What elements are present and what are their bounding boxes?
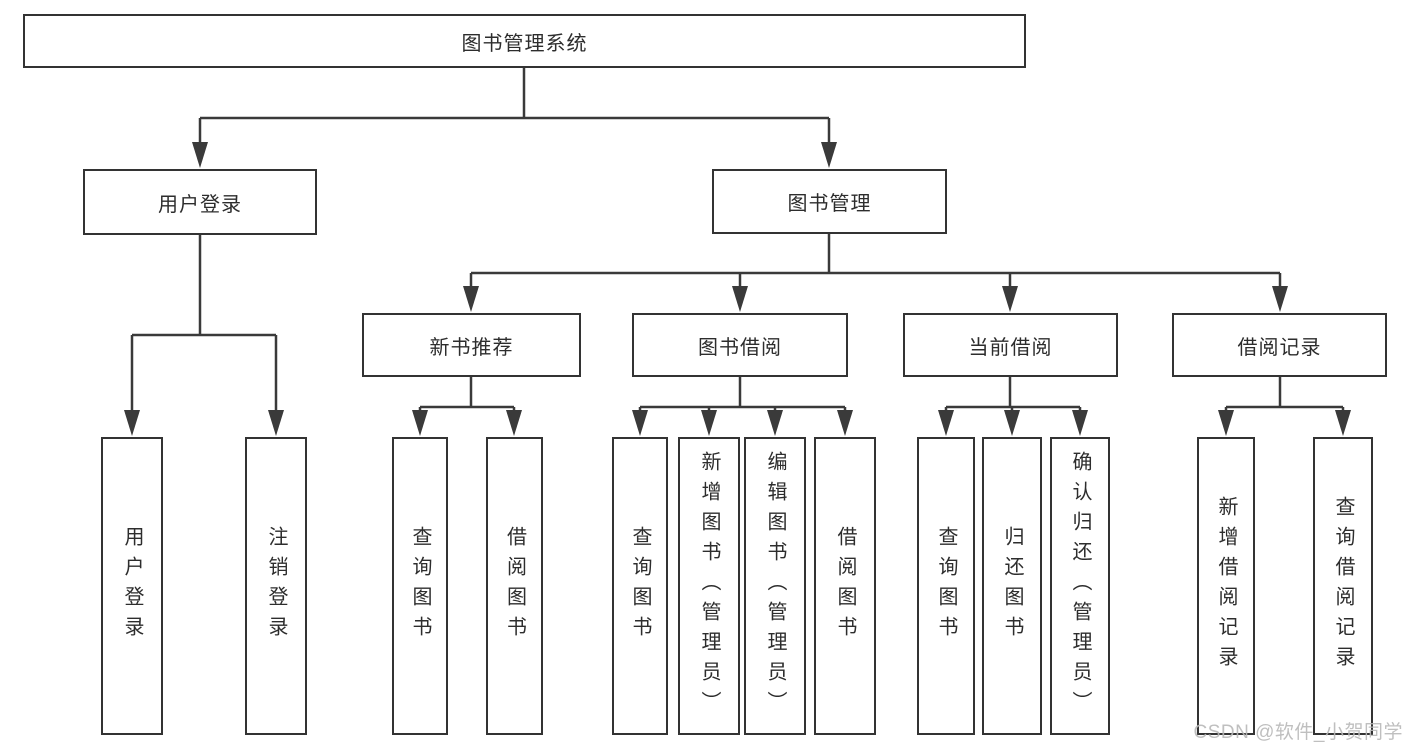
node-label: 借阅记录: [1237, 336, 1322, 359]
leaf-borrow-books: 借阅图书: [814, 437, 876, 735]
leaf-query-books-recommend: 查询图书: [392, 437, 448, 735]
node-book-management-system: 图书管理系统: [23, 14, 1026, 68]
connector-current-borrowing-to-leaves: [938, 377, 1088, 436]
node-label: 用户登录: [121, 526, 143, 646]
connector-root-to-level2: [192, 68, 837, 168]
leaf-edit-books-admin: 编辑图书（管理员）: [744, 437, 806, 735]
connector-user-login-to-leaves: [124, 235, 284, 436]
node-label: 注销登录: [265, 526, 287, 646]
leaf-add-borrow-record: 新增借阅记录: [1197, 437, 1255, 735]
connector-book-management-to-level3: [463, 234, 1288, 312]
node-label: 当前借阅: [968, 336, 1053, 359]
leaf-query-borrow-record: 查询借阅记录: [1313, 437, 1373, 735]
node-current-borrowing: 当前借阅: [903, 313, 1118, 377]
node-label: 查询图书: [935, 526, 957, 646]
leaf-confirm-return-admin: 确认归还（管理员）: [1050, 437, 1110, 735]
node-book-management: 图书管理: [712, 169, 947, 234]
leaf-return-books: 归还图书: [982, 437, 1042, 735]
node-borrow-records: 借阅记录: [1172, 313, 1387, 377]
node-label: 查询借阅记录: [1332, 496, 1354, 676]
leaf-add-books-admin: 新增图书（管理员）: [678, 437, 740, 735]
node-label: 新书推荐: [429, 336, 514, 359]
connector-borrow-records-to-leaves: [1218, 377, 1351, 436]
node-label: 图书管理系统: [461, 32, 588, 55]
node-label: 查询图书: [629, 526, 651, 646]
leaf-logout: 注销登录: [245, 437, 307, 735]
connector-book-borrowing-to-leaves: [632, 377, 853, 436]
connector-new-book-recommend-to-leaves: [412, 377, 522, 436]
node-user-login: 用户登录: [83, 169, 317, 235]
csdn-watermark: CSDN @软件_小贺同学: [1193, 722, 1403, 743]
node-label: 编辑图书（管理员）: [764, 451, 786, 721]
node-label: 新增图书（管理员）: [698, 451, 720, 721]
node-label: 新增借阅记录: [1215, 496, 1237, 676]
node-label: 归还图书: [1001, 526, 1023, 646]
node-label: 查询图书: [409, 526, 431, 646]
node-label: 确认归还（管理员）: [1069, 451, 1091, 721]
node-book-borrowing: 图书借阅: [632, 313, 848, 377]
leaf-user-login: 用户登录: [101, 437, 163, 735]
leaf-query-books-current: 查询图书: [917, 437, 975, 735]
node-new-book-recommend: 新书推荐: [362, 313, 581, 377]
node-label: 借阅图书: [834, 526, 856, 646]
node-label: 借阅图书: [503, 526, 526, 646]
leaf-borrow-books-recommend: 借阅图书: [486, 437, 543, 735]
node-label: 用户登录: [158, 193, 242, 216]
leaf-query-books-borrowing: 查询图书: [612, 437, 668, 735]
node-label: 图书管理: [787, 193, 872, 215]
node-label: 图书借阅: [698, 336, 782, 359]
